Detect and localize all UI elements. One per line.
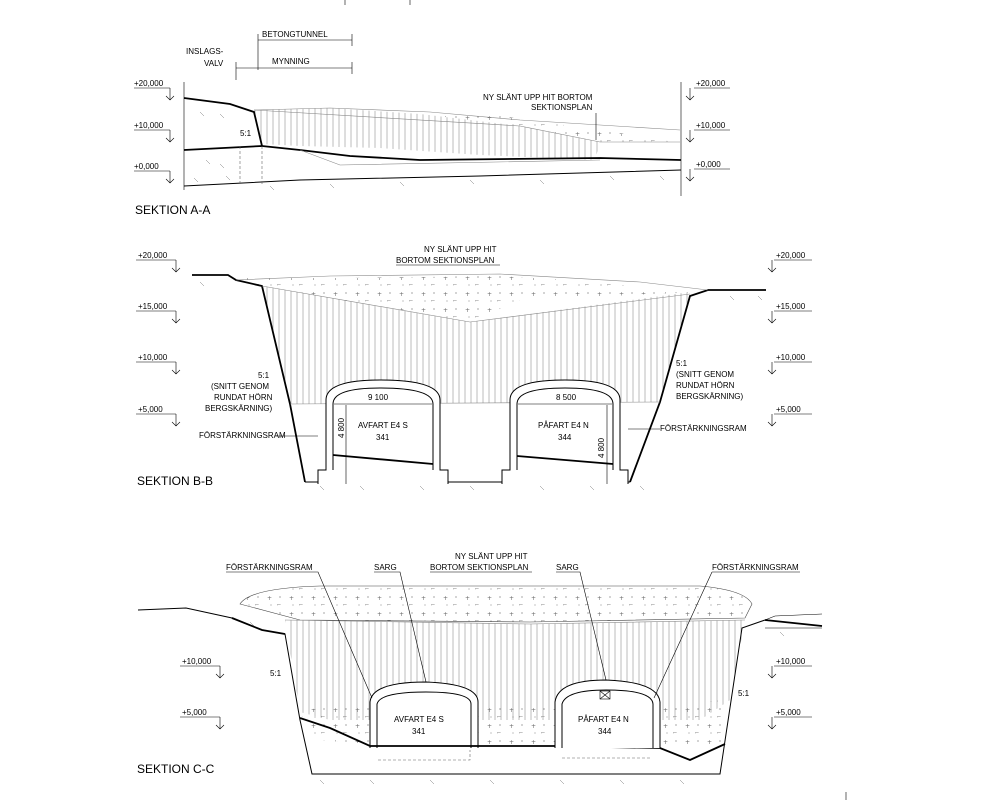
note-line-2: BORTOM SEKTIONSPLAN: [396, 256, 495, 265]
section-title-aa: SEKTION A-A: [135, 203, 210, 217]
level-label: +0,000: [134, 162, 159, 171]
tunnel-left-cc: AVFART E4 S 341: [369, 681, 479, 761]
level-label: +10,000: [776, 353, 806, 362]
level-label: +15,000: [138, 302, 168, 311]
tunnel-right-bb: 8 500 4 800 PÅFART E4 N 344: [501, 379, 629, 484]
level-markers-right-bb: +20,000 +15,000 +10,000 +5,000: [767, 251, 812, 427]
right-note-line: RUNDAT HÖRN: [676, 381, 735, 390]
slope-label-left: 5:1: [270, 669, 282, 678]
slope-label-right: 5:1: [738, 689, 750, 698]
inslagsvalv-label-2: VALV: [204, 59, 224, 68]
backfill-hatch-bb: [262, 286, 690, 404]
tunnel-width: 8 500: [556, 393, 577, 402]
level-label: +5,000: [776, 708, 801, 717]
level-label: +20,000: [696, 79, 726, 88]
level-label: +10,000: [696, 121, 726, 130]
note-line-2: BORTOM SEKTIONSPLAN: [430, 563, 529, 572]
level-label: +10,000: [776, 657, 806, 666]
right-note-line: 5:1: [676, 359, 688, 368]
level-label: +10,000: [182, 657, 212, 666]
note-line-2: SEKTIONSPLAN: [531, 103, 593, 112]
tunnel-number: 344: [598, 727, 612, 736]
mynning-label: MYNNING: [272, 57, 310, 66]
level-label: +15,000: [776, 302, 806, 311]
sarg-right: SARG: [556, 563, 579, 572]
sarg-left: SARG: [374, 563, 397, 572]
right-note-line: BERGSKÄRNING): [676, 392, 743, 401]
betongtunnel-label: BETONGTUNNEL: [262, 30, 328, 39]
left-note-line: 5:1: [258, 371, 270, 380]
level-label: +5,000: [776, 405, 801, 414]
level-markers-left-aa: +20,000 +10,000 +0,000: [134, 79, 185, 190]
level-label: +5,000: [138, 405, 163, 414]
left-note-line: (SNITT GENOM: [211, 382, 269, 391]
frame-label-left: FÖRSTÄRKNINGSRAM: [226, 563, 313, 572]
level-label: +20,000: [138, 251, 168, 260]
tunnel-number: 341: [412, 727, 426, 736]
section-a-a: BETONGTUNNEL MYNNING INSLAGS- VALV +20,0…: [134, 30, 730, 217]
note-line-1: NY SLÄNT UPP HIT: [424, 245, 497, 254]
backfill-hatch-aa: [254, 108, 600, 160]
level-label: +20,000: [134, 79, 164, 88]
right-note-line: (SNITT GENOM: [676, 370, 734, 379]
tunnel-number: 344: [558, 433, 572, 442]
level-label: +10,000: [138, 353, 168, 362]
left-note-line: BERGSKÄRNING): [205, 404, 272, 413]
mynning-dimension: MYNNING INSLAGS- VALV: [186, 47, 353, 80]
tunnel-width: 9 100: [368, 393, 389, 402]
level-label: +20,000: [776, 251, 806, 260]
tunnel-left-bb: 9 100 4 800 AVFART E4 S 341: [317, 379, 449, 484]
betongtunnel-dimension: BETONGTUNNEL: [257, 30, 353, 70]
section-title-cc: SEKTION C-C: [137, 762, 215, 776]
level-markers-left-cc: +10,000 +5,000: [180, 657, 225, 730]
level-label: +10,000: [134, 121, 164, 130]
section-title-bb: SEKTION B-B: [137, 474, 213, 488]
inslagsvalv-label-1: INSLAGS-: [186, 47, 224, 56]
tunnel-name: PÅFART E4 N: [538, 421, 589, 430]
tunnel-name: AVFART E4 S: [394, 715, 444, 724]
level-markers-right-cc: +10,000 +5,000: [767, 657, 812, 730]
section-c-c: +10,000 +5,000 +10,000 +5,000: [137, 552, 823, 785]
level-label: +5,000: [182, 708, 207, 717]
frame-label-left: FÖRSTÄRKNINGSRAM: [199, 431, 286, 440]
frame-label-right: FÖRSTÄRKNINGSRAM: [712, 563, 799, 572]
tunnel-name: AVFART E4 S: [358, 421, 408, 430]
section-b-b: +20,000 +15,000 +10,000 +5,000 +20,000 +…: [136, 245, 812, 491]
level-markers-left-bb: +20,000 +15,000 +10,000 +5,000: [136, 251, 181, 427]
note-line-1: NY SLÄNT UPP HIT BORTOM: [483, 93, 593, 102]
level-markers-right-aa: +20,000 +10,000 +0,000: [680, 79, 730, 196]
slope-label-aa: 5:1: [240, 129, 252, 138]
tunnel-height: 4 800: [337, 417, 346, 438]
tunnel-height: 4 800: [597, 437, 606, 458]
left-note-line: RUNDAT HÖRN: [214, 393, 273, 402]
tunnel-number: 341: [376, 433, 390, 442]
level-label: +0,000: [696, 160, 721, 169]
note-line-1: NY SLÄNT UPP HIT: [455, 552, 528, 561]
frame-label-right: FÖRSTÄRKNINGSRAM: [660, 424, 747, 433]
tunnel-name: PÅFART E4 N: [578, 715, 629, 724]
tunnel-right-cc: PÅFART E4 N 344: [554, 679, 661, 759]
